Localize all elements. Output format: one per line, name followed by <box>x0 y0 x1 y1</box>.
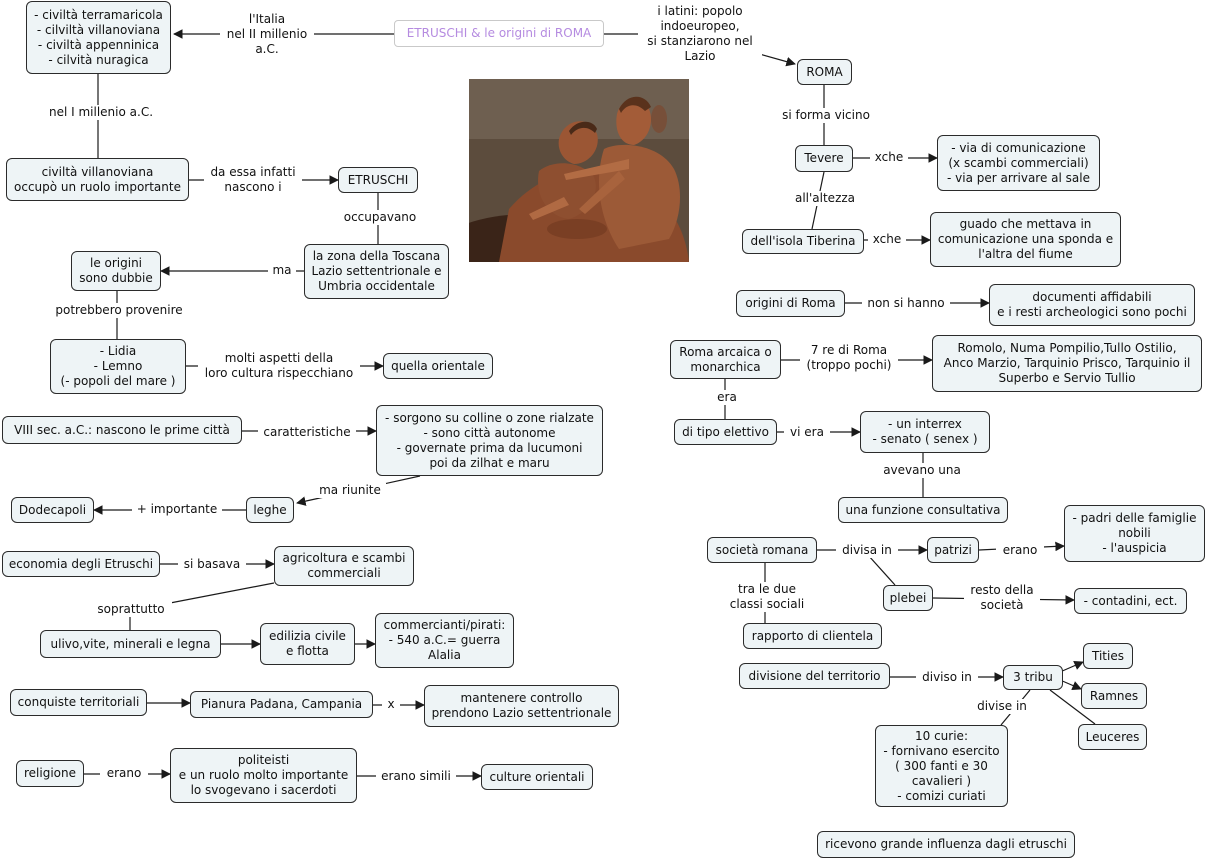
node-lidia-lemno[interactable]: - Lidia - Lemno (- popoli del mare ) <box>50 339 186 394</box>
node-civilta-list[interactable]: - civiltà terramaricola - cilviltà villa… <box>26 1 171 74</box>
label-molti-aspetti: molti aspetti della loro cultura rispecc… <box>198 351 360 381</box>
label-sette-re: 7 re di Roma (troppo pochi) <box>800 343 898 373</box>
label-ma: ma <box>268 263 296 278</box>
label-i-millenio: nel I millenio a.C. <box>42 105 160 120</box>
node-edilizia[interactable]: edilizia civile e flotta <box>260 623 355 665</box>
node-conquiste[interactable]: conquiste territoriali <box>10 689 147 716</box>
label-allaltezza: all'altezza <box>790 191 860 206</box>
label-vi-era: vi era <box>784 425 830 440</box>
node-tre-tribu[interactable]: 3 tribu <box>1003 665 1063 690</box>
label-era: era <box>710 390 744 405</box>
node-ramnes[interactable]: Ramnes <box>1081 683 1147 709</box>
node-origini-dubbie[interactable]: le origini sono dubbie <box>71 251 161 291</box>
node-padri-famiglie[interactable]: - padri delle famiglie nobili - l'auspic… <box>1064 505 1205 562</box>
label-tra-le-due: tra le due classi sociali <box>722 582 812 612</box>
node-sette-re[interactable]: Romolo, Numa Pompilio,Tullo Ostilio, Anc… <box>932 335 1202 392</box>
node-roma-arcaica[interactable]: Roma arcaica o monarchica <box>670 340 781 379</box>
label-resto: resto della società <box>964 583 1040 613</box>
label-ma-riunite: ma riunite <box>314 483 386 498</box>
node-documenti[interactable]: documenti affidabili e i resti archeolog… <box>989 284 1195 326</box>
node-leghe[interactable]: leghe <box>246 497 294 523</box>
node-interrex-senato[interactable]: - un interrex - senato ( senex ) <box>860 411 990 453</box>
label-x: x <box>382 697 400 712</box>
node-quella-orientale[interactable]: quella orientale <box>383 353 493 379</box>
node-origini-roma[interactable]: origini di Roma <box>736 290 845 317</box>
node-economia[interactable]: economia degli Etruschi <box>2 551 160 577</box>
node-divisione-territorio[interactable]: divisione del territorio <box>739 663 890 689</box>
node-via-comunicazione[interactable]: - via di comunicazione (x scambi commerc… <box>937 135 1100 191</box>
node-rapporto-clientela[interactable]: rapporto di clientela <box>743 623 882 649</box>
node-politeisti[interactable]: politeisti e un ruolo molto importante l… <box>170 748 357 803</box>
label-occupavano: occupavano <box>340 210 420 225</box>
node-funzione-consultativa[interactable]: una funzione consultativa <box>838 497 1008 523</box>
label-potrebbero: potrebbero provenire <box>50 303 188 318</box>
node-pianura[interactable]: Pianura Padana, Campania <box>190 691 373 718</box>
node-plebei[interactable]: plebei <box>883 585 933 611</box>
label-erano-2: erano <box>996 543 1044 558</box>
node-ulivo[interactable]: ulivo,vite, minerali e legna <box>40 630 221 658</box>
node-agricoltura[interactable]: agricoltura e scambi commerciali <box>274 546 414 586</box>
node-sorgono[interactable]: - sorgono su colline o zone rialzate - s… <box>376 405 603 476</box>
node-leuceres[interactable]: Leuceres <box>1078 724 1147 750</box>
node-dieci-curie[interactable]: 10 curie: - fornivano esercito ( 300 fan… <box>875 725 1008 807</box>
label-divise-in: divise in <box>970 699 1034 714</box>
label-da-essa: da essa infatti nascono i <box>204 165 302 195</box>
label-italia: l'Italia nel II millenio a.C. <box>220 12 314 57</box>
label-caratteristiche: caratteristiche <box>258 425 356 440</box>
node-commercianti[interactable]: commercianti/pirati: - 540 a.C.= guerra … <box>375 613 514 668</box>
label-divisa-in: divisa in <box>836 543 898 558</box>
node-tities[interactable]: Tities <box>1083 643 1133 669</box>
node-mantenere[interactable]: mantenere controllo prendono Lazio sette… <box>424 685 619 727</box>
node-isola-tiberina[interactable]: dell'isola Tiberina <box>742 229 864 254</box>
label-latini: i latini: popolo indoeuropeo, si stanzia… <box>638 4 762 64</box>
node-contadini[interactable]: - contadini, ect. <box>1074 588 1187 614</box>
label-si-forma: si forma vicino <box>776 108 876 123</box>
label-xche-2: xche <box>868 232 906 247</box>
node-dodecapoli[interactable]: Dodecapoli <box>11 497 94 523</box>
label-si-basava: si basava <box>178 557 246 572</box>
label-soprattutto: soprattutto <box>90 602 172 617</box>
node-tevere[interactable]: Tevere <box>795 145 853 172</box>
node-etruschi-origini-roma[interactable]: ETRUSCHI & le origini di ROMA <box>394 20 604 47</box>
label-avevano: avevano una <box>876 463 968 478</box>
node-religione[interactable]: religione <box>16 760 84 787</box>
node-influenza-etruschi[interactable]: ricevono grande influenza dagli etruschi <box>817 831 1075 858</box>
node-societa-romana[interactable]: società romana <box>707 537 817 563</box>
node-patrizi[interactable]: patrizi <box>927 537 979 563</box>
sarcophagus-image <box>469 79 689 262</box>
label-non-si-hanno: non si hanno <box>862 296 950 311</box>
node-tipo-elettivo[interactable]: di tipo elettivo <box>674 419 777 445</box>
node-villanoviana[interactable]: civiltà villanoviana occupò un ruolo imp… <box>6 158 189 201</box>
node-toscana[interactable]: la zona della Toscana Lazio settentriona… <box>304 244 449 299</box>
node-etruschi[interactable]: ETRUSCHI <box>338 167 418 193</box>
label-importante: + importante <box>132 502 222 517</box>
node-culture-orientali[interactable]: culture orientali <box>481 764 593 790</box>
node-roma[interactable]: ROMA <box>797 59 852 85</box>
node-guado[interactable]: guado che mettava in comunicazione una s… <box>930 212 1121 267</box>
label-erano: erano <box>100 766 148 781</box>
label-diviso-in: diviso in <box>916 670 978 685</box>
label-xche-1: xche <box>870 150 908 165</box>
node-viii-sec[interactable]: VIII sec. a.C.: nascono le prime città <box>2 416 242 444</box>
label-erano-simili: erano simili <box>376 769 456 784</box>
